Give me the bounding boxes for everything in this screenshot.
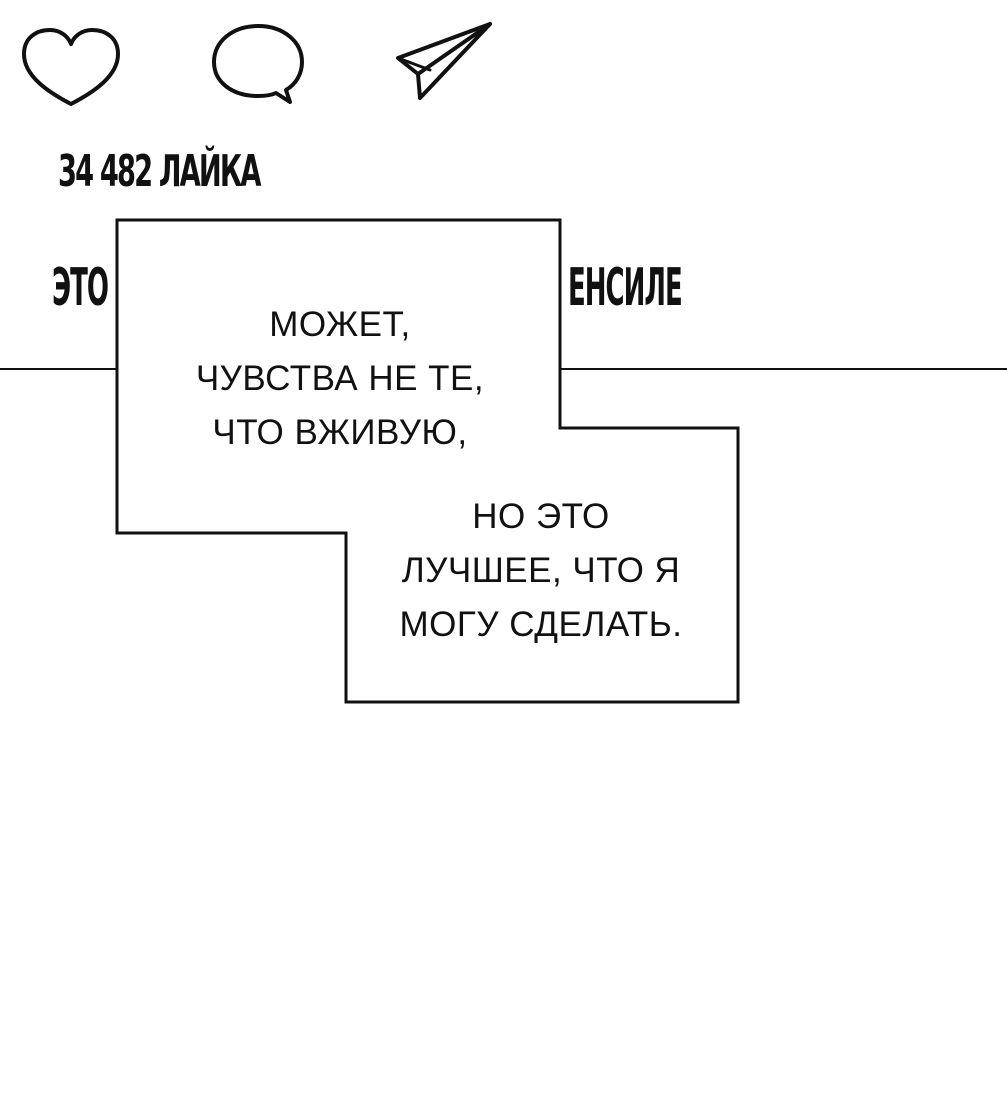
caption-text-end: ЕНСИЛЕ bbox=[568, 258, 683, 318]
comment-bubble-icon[interactable] bbox=[208, 20, 308, 108]
paper-plane-icon[interactable] bbox=[390, 16, 496, 104]
speech-line: НО ЭТО bbox=[472, 497, 610, 536]
speech-line: МОГУ СДЕЛАТЬ. bbox=[399, 605, 683, 644]
speech-line: ЛУЧШЕЕ, ЧТО Я bbox=[401, 551, 681, 590]
speech-text-top: МОЖЕТ, ЧУВСТВА НЕ ТЕ, ЧТО ВЖИВУЮ, bbox=[140, 298, 540, 460]
speech-line: ЧУВСТВА НЕ ТЕ, bbox=[195, 359, 485, 398]
speech-line: ЧТО ВЖИВУЮ, bbox=[212, 413, 468, 452]
divider-line-left bbox=[0, 368, 118, 370]
caption-text-start: ЭТО bbox=[52, 258, 109, 318]
divider-line-right bbox=[560, 368, 1007, 370]
likes-count: 34 482 ЛАЙКА bbox=[58, 146, 261, 197]
heart-icon[interactable] bbox=[18, 24, 124, 110]
speech-line: МОЖЕТ, bbox=[269, 305, 411, 344]
speech-text-bottom: НО ЭТО ЛУЧШЕЕ, ЧТО Я МОГУ СДЕЛАТЬ. bbox=[356, 490, 726, 652]
